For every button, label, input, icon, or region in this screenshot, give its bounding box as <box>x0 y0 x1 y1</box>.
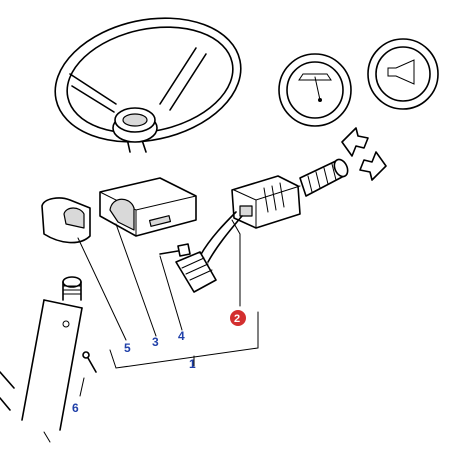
svg-text:1: 1 <box>189 357 196 371</box>
leader-lines <box>43 219 259 443</box>
combination-switch <box>175 158 349 293</box>
svg-text:4: 4 <box>178 329 185 343</box>
callout-1: 1 <box>189 357 196 371</box>
callout-2-badge <box>230 310 246 326</box>
pin <box>82 351 97 373</box>
column-shroud <box>99 177 197 237</box>
callout-4: 4 <box>178 329 185 343</box>
direction-arrows-icon <box>341 127 387 181</box>
horn-indicator-gauge <box>367 38 439 110</box>
steering-wheel <box>54 17 242 153</box>
callout-3: 3 <box>152 335 159 349</box>
column-cover <box>41 197 91 244</box>
screw <box>159 243 191 257</box>
svg-text:3: 3 <box>152 335 159 349</box>
callout-6: 6 <box>72 401 79 415</box>
callout-5: 5 <box>124 341 131 355</box>
callout-2: 2 <box>230 310 246 326</box>
svg-text:5: 5 <box>124 341 131 355</box>
steering-column-shaft <box>0 276 83 431</box>
svg-text:6: 6 <box>72 401 79 415</box>
svg-text:2: 2 <box>234 313 240 325</box>
voltmeter-gauge <box>278 53 352 127</box>
